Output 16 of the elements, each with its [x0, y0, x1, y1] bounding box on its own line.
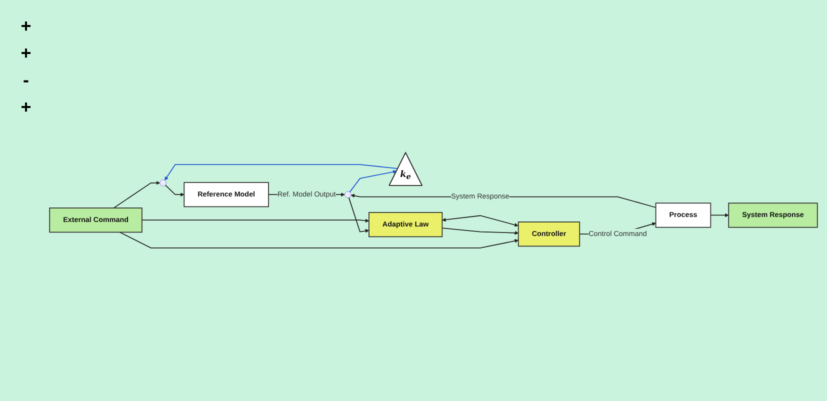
arrow — [142, 218, 370, 223]
sign-label: + — [20, 43, 32, 64]
arrow — [710, 214, 729, 218]
sign-label: + — [20, 97, 32, 118]
node-circle — [160, 180, 166, 187]
arrow — [164, 184, 184, 197]
node-circle — [344, 191, 352, 198]
arrow — [113, 181, 160, 209]
arrow — [164, 164, 398, 181]
arrow — [348, 197, 370, 234]
arrow — [119, 232, 519, 249]
arrow — [349, 170, 397, 193]
arrow — [442, 228, 519, 236]
sign-label: - — [23, 70, 29, 91]
arrow — [442, 215, 518, 228]
sign-label: + — [20, 16, 32, 37]
